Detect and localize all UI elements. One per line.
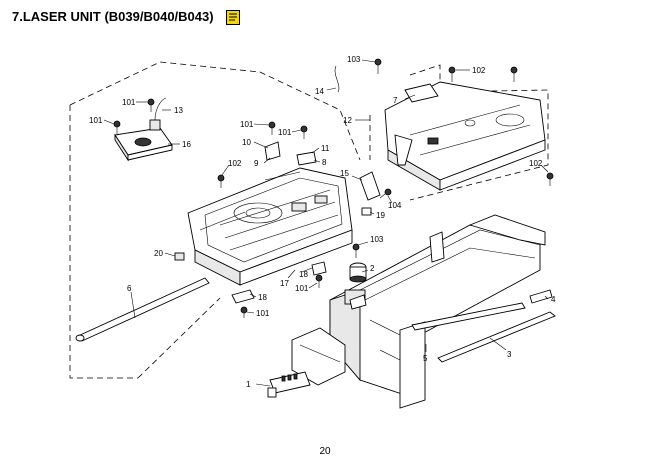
screw-101a — [113, 120, 121, 134]
callout-10: 10 — [242, 138, 251, 147]
callout-12: 12 — [343, 116, 352, 125]
callout-101d: 101 — [278, 128, 292, 137]
callout-101e: 101 — [295, 284, 309, 293]
callout-19: 19 — [376, 211, 385, 220]
idler-2 — [349, 262, 367, 283]
callout-7: 7 — [393, 96, 398, 105]
page-number: 20 — [319, 446, 331, 457]
bars — [411, 302, 556, 363]
laser-unit-housing — [187, 167, 353, 286]
screw-101b — [147, 98, 155, 112]
callout-104: 104 — [388, 201, 402, 210]
upper-cover — [384, 81, 546, 191]
screw-104 — [379, 188, 392, 199]
callout-101f: 101 — [256, 309, 270, 318]
screw-102c — [546, 172, 554, 186]
callout-1: 1 — [246, 380, 251, 389]
callout-9: 9 — [254, 159, 259, 168]
small-parts — [174, 65, 553, 310]
callout-13: 13 — [174, 106, 183, 115]
callout-11: 11 — [321, 144, 330, 153]
laser-diode-board — [114, 97, 173, 162]
screw-102a — [217, 174, 225, 188]
screw-101c — [268, 121, 276, 135]
callout-2: 2 — [370, 264, 375, 273]
callout-101c: 101 — [240, 120, 254, 129]
callout-6: 6 — [127, 284, 132, 293]
callouts: 1 2 3 4 5 6 7 8 9 10 11 12 13 14 15 16 1… — [89, 55, 556, 389]
leader-lines — [103, 59, 549, 387]
callout-17: 17 — [280, 279, 289, 288]
callout-103b: 103 — [370, 235, 384, 244]
screw-101e — [315, 274, 323, 288]
callout-102b: 102 — [472, 66, 486, 75]
assembly-boundary — [69, 61, 549, 379]
screw-103b — [352, 243, 360, 258]
page-title: 7.LASER UNIT (B039/B040/B043) — [12, 9, 214, 24]
callout-101a: 101 — [89, 116, 103, 125]
mounting-frame — [291, 214, 546, 409]
callout-4: 4 — [551, 295, 556, 304]
callout-18a: 18 — [258, 293, 267, 302]
callout-20: 20 — [154, 249, 163, 258]
callout-103a: 103 — [347, 55, 361, 64]
note-icon[interactable] — [226, 10, 240, 25]
screws — [113, 58, 554, 318]
callout-16: 16 — [182, 140, 191, 149]
callout-18b: 18 — [299, 270, 308, 279]
screw-101d — [300, 125, 308, 139]
rod-6 — [75, 277, 210, 342]
callout-8: 8 — [322, 158, 327, 167]
callout-5: 5 — [423, 354, 428, 363]
callout-3: 3 — [507, 350, 512, 359]
connector-1 — [267, 371, 311, 398]
callout-102a: 102 — [228, 159, 242, 168]
callout-15: 15 — [340, 169, 349, 178]
screw-102d — [510, 66, 518, 82]
callout-14: 14 — [315, 87, 324, 96]
screw-103a — [374, 58, 382, 74]
callout-102c: 102 — [529, 159, 543, 168]
screw-101f — [240, 306, 248, 318]
callout-101b: 101 — [122, 98, 136, 107]
screw-102b — [448, 66, 456, 82]
